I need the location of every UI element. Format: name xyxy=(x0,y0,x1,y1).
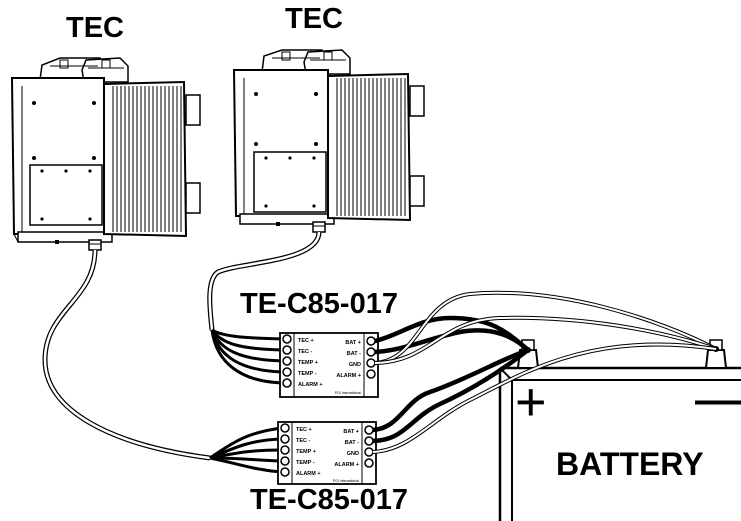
controller-label: TE-C85-017 xyxy=(240,288,398,320)
battery-minus-symbol: — xyxy=(695,368,741,428)
c2-left-terminal-label: TEMP - xyxy=(296,460,315,466)
tec-unit-2 xyxy=(232,49,425,233)
controller-1-left-screws xyxy=(282,334,292,388)
controller-2-input-wires xyxy=(209,426,283,474)
c2-right-terminal-label: GND xyxy=(347,451,359,457)
battery-label: BATTERY xyxy=(556,446,704,482)
controller-2-right-screws xyxy=(364,425,374,468)
c2-left-terminal-label: TEC + xyxy=(296,427,312,433)
c1-left-terminal-label: TEMP - xyxy=(298,371,317,377)
c1-left-terminal-label: ALARM + xyxy=(298,382,323,388)
c1-right-terminal-label: GND xyxy=(349,362,361,368)
controller-2-left-screws xyxy=(280,423,290,477)
c2-brand-label: PGI International xyxy=(333,479,359,483)
controller-1: TEC + TEC - TEMP + TEMP - ALARM + BAT + … xyxy=(279,332,379,398)
tec-label: TEC xyxy=(285,3,343,35)
c2-right-terminal-label: ALARM + xyxy=(334,462,359,468)
c1-brand-label: PGI International xyxy=(335,391,361,395)
c1-right-terminal-label: ALARM + xyxy=(336,373,361,379)
c2-left-terminal-label: TEMP + xyxy=(296,449,316,455)
controller-2: TEC + TEC - TEMP + TEMP - ALARM + BAT + … xyxy=(277,421,377,485)
c1-left-terminal-label: TEC - xyxy=(298,349,313,355)
c2-left-terminal-label: TEC - xyxy=(296,438,311,444)
c2-left-terminal-label: ALARM + xyxy=(296,471,321,477)
controller-1-input-wires xyxy=(210,328,285,385)
tec-label: TEC xyxy=(66,12,124,44)
tec-cables xyxy=(42,231,322,461)
controller-1-right-screws xyxy=(366,336,376,379)
c1-right-terminal-label: BAT - xyxy=(347,351,361,357)
battery-plus-symbol: + xyxy=(515,372,547,432)
c1-left-terminal-label: TEMP + xyxy=(298,360,318,366)
battery-wires xyxy=(372,290,717,454)
c1-right-terminal-label: BAT + xyxy=(345,340,361,346)
tec-unit-1 xyxy=(10,57,201,251)
c2-right-terminal-label: BAT + xyxy=(343,429,359,435)
controller-label: TE-C85-017 xyxy=(250,484,408,516)
c2-right-terminal-label: BAT - xyxy=(345,440,359,446)
c1-left-terminal-label: TEC + xyxy=(298,338,314,344)
